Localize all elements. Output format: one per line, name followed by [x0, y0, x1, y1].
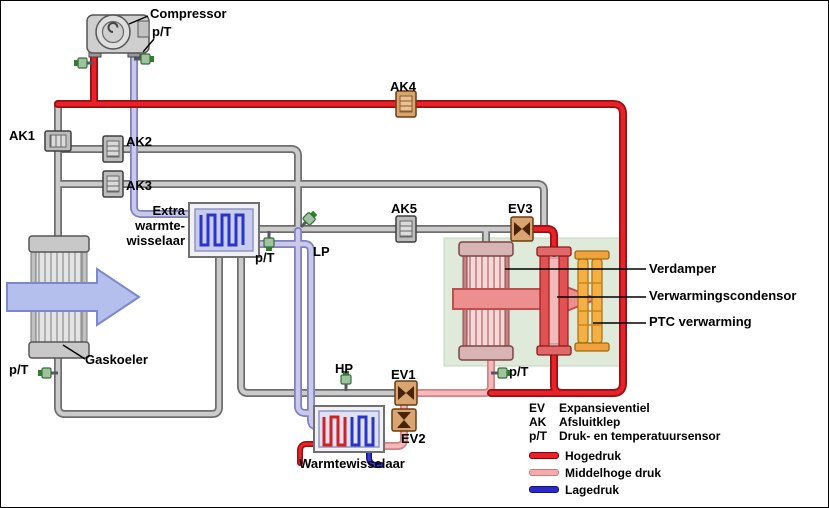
valve-ak1 — [44, 130, 72, 152]
ak1-label: AK1 — [9, 128, 36, 143]
ev2-label: EV2 — [401, 431, 426, 446]
legend-row-low-pressure: Lagedruk — [529, 481, 720, 498]
heating-condenser-label: Verwarmingscondensor — [649, 288, 797, 303]
valve-ak4 — [395, 90, 417, 118]
legend: EV Expansieventiel AK Afsluitklep p/T Dr… — [529, 401, 720, 498]
legend-ev-abbr: EV — [529, 401, 546, 415]
ak3-label: AK3 — [126, 178, 153, 193]
pt-label-compressor: p/T — [152, 24, 172, 39]
ak2-label: AK2 — [126, 134, 153, 149]
pt-label-ihx: p/T — [255, 250, 275, 265]
legend-pt-abbr: p/T — [529, 429, 547, 443]
leader-lines — [62, 15, 646, 360]
valve-ev1 — [394, 380, 418, 406]
legend-row-medium-pressure: Middelhoge druk — [529, 464, 720, 481]
sensor-pt-ihx — [263, 231, 275, 251]
high-pressure-swatch — [529, 452, 559, 459]
evaporator-label: Verdamper — [649, 261, 717, 276]
extra-heat-exchanger — [188, 202, 260, 258]
valve-ak5 — [395, 215, 417, 243]
ptc-heater — [574, 250, 610, 352]
legend-row-high-pressure: Hogedruk — [529, 447, 720, 464]
sensor-pt-evaporator — [491, 367, 511, 379]
pt-label-gas-cooler: p/T — [9, 362, 29, 377]
valve-ev3 — [510, 216, 534, 242]
compressor — [86, 14, 150, 58]
sensor-lp — [299, 210, 318, 229]
heating-condenser — [536, 246, 572, 356]
legend-ak-label: Afsluitklep — [559, 415, 621, 429]
medium-pressure-label: Middelhoge druk — [565, 465, 661, 480]
legend-row-ev: EV Expansieventiel — [529, 401, 720, 415]
gas-cooler-label: Gaskoeler — [85, 352, 148, 367]
sensor-pt-gas-cooler — [38, 367, 58, 379]
heat-exchanger — [313, 405, 385, 453]
sensor-pt-compressor-suction — [134, 53, 154, 65]
low-pressure-label: Lagedruk — [565, 482, 620, 497]
legend-pt-label: Druk- en temperatuursensor — [559, 429, 721, 443]
ev3-label: EV3 — [508, 201, 533, 216]
extra-heat-exchanger-label: Extra warmte- wisselaar — [126, 203, 185, 248]
airflow-arrow-blue — [6, 267, 141, 327]
valve-ev2 — [391, 408, 417, 432]
pt-label-evaporator: p/T — [509, 364, 529, 379]
ak5-label: AK5 — [391, 201, 418, 216]
legend-row-pt: p/T Druk- en temperatuursensor — [529, 429, 720, 443]
legend-ev-label: Expansieventiel — [559, 401, 650, 415]
valve-ak3 — [102, 170, 124, 198]
low-pressure-swatch — [529, 486, 559, 493]
legend-row-ak: AK Afsluitklep — [529, 415, 720, 429]
valve-ak2 — [102, 135, 124, 163]
medium-pressure-swatch — [529, 469, 559, 476]
legend-ak-abbr: AK — [529, 415, 547, 429]
hp-label: HP — [335, 361, 354, 376]
lp-label: LP — [313, 244, 330, 259]
sensor-pt-compressor-discharge — [74, 57, 94, 69]
high-pressure-label: Hogedruk — [565, 448, 622, 463]
compressor-label: Compressor — [150, 6, 227, 21]
heat-exchanger-label: Warmtewisselaar — [299, 456, 405, 471]
ptc-heater-label: PTC verwarming — [649, 314, 752, 329]
sensor-hp — [340, 371, 352, 391]
ev1-label: EV1 — [391, 367, 416, 382]
ak4-label: AK4 — [390, 79, 417, 94]
